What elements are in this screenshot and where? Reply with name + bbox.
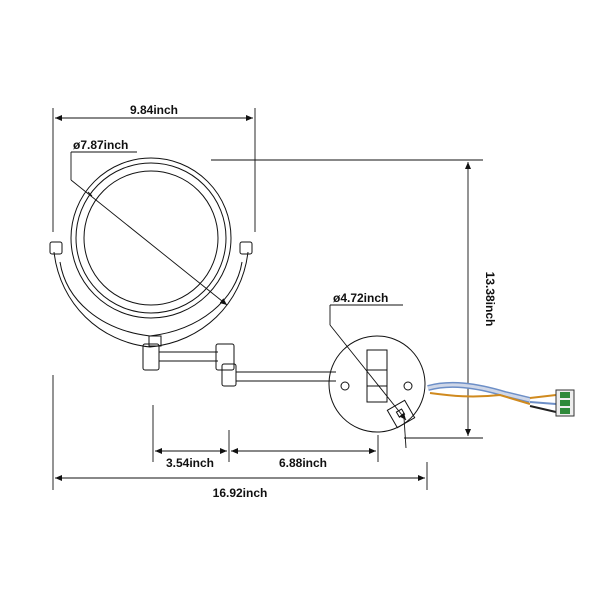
arm-short-label: 3.54inch — [166, 456, 214, 470]
arm-long-label: 6.88inch — [279, 456, 327, 470]
height-label: 13.38inch — [483, 272, 497, 327]
mirror-diameter-label: ø7.87inch — [73, 138, 128, 152]
height-dimension: 13.38inch — [211, 159, 497, 439]
wall-plate — [328, 335, 426, 433]
plate-diameter-label: ø4.72inch — [333, 291, 388, 305]
mirror-head — [49, 157, 253, 348]
power-cable — [427, 381, 557, 413]
wire-connector — [555, 389, 575, 417]
width-label: 9.84inch — [130, 103, 178, 117]
mirror-diameter-dimension: ø7.87inch — [70, 138, 228, 306]
width-dimension: 9.84inch — [52, 103, 256, 232]
plate-diameter-dimension: ø4.72inch — [329, 291, 407, 449]
swing-arm — [142, 335, 336, 387]
total-extension-label: 16.92inch — [213, 486, 268, 500]
total-extension-dimension: 16.92inch — [52, 375, 428, 500]
arm-dimensions: 3.54inch 6.88inch — [152, 405, 379, 470]
